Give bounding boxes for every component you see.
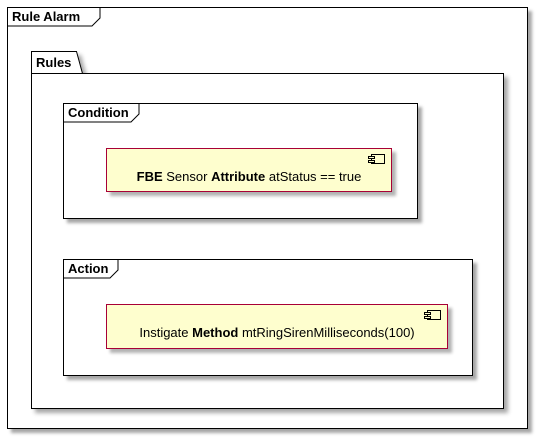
condition-component-text: FBE Sensor Attribute atStatus == true bbox=[107, 169, 391, 184]
action-title: Action bbox=[68, 261, 109, 276]
rule-alarm-tab-shape bbox=[7, 7, 101, 27]
action-component-text: Instigate Method mtRingSirenMilliseconds… bbox=[107, 325, 447, 340]
condition-part-3: Attribute bbox=[211, 169, 266, 184]
action-part-2: Method bbox=[192, 325, 239, 340]
rules-title: Rules bbox=[36, 55, 72, 70]
action-part-3: mtRingSirenMilliseconds(100) bbox=[238, 325, 415, 340]
condition-part-2: Sensor bbox=[162, 169, 212, 184]
action-part-1: Instigate bbox=[139, 325, 193, 340]
condition-part-1: FBE bbox=[136, 169, 163, 184]
condition-tab-shape bbox=[63, 103, 140, 123]
condition-title: Condition bbox=[68, 105, 129, 120]
action-component: Instigate Method mtRingSirenMilliseconds… bbox=[106, 304, 448, 349]
component-icon bbox=[424, 310, 441, 320]
component-icon bbox=[368, 154, 385, 164]
condition-component: FBE Sensor Attribute atStatus == true bbox=[106, 148, 392, 192]
condition-part-4: atStatus == true bbox=[265, 169, 362, 184]
action-tab-shape bbox=[63, 259, 119, 279]
rule-alarm-title: Rule Alarm bbox=[12, 9, 81, 24]
